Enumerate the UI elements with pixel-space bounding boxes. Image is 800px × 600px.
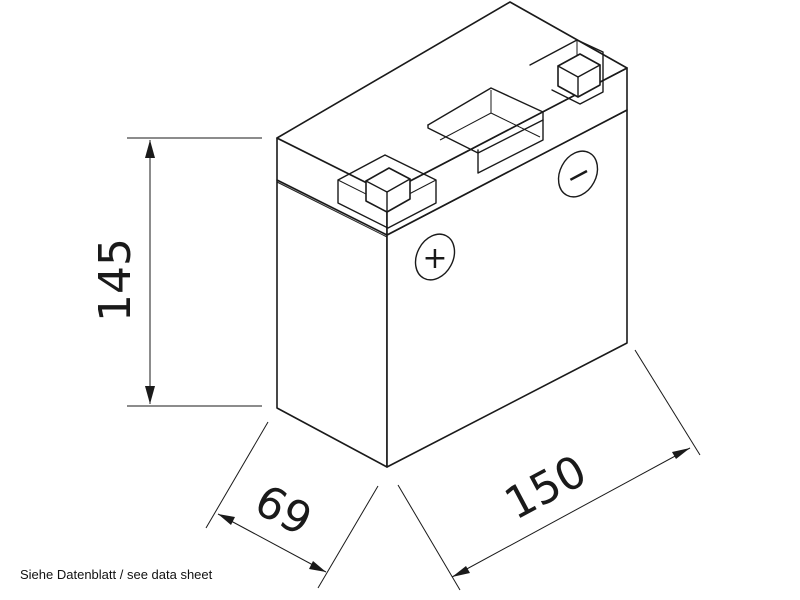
- lid-top-face: [276, 1, 628, 194]
- height-value: 145: [90, 238, 141, 322]
- positive-symbol: +: [414, 233, 456, 281]
- negative-recess: [529, 39, 604, 105]
- center-recess-floor-2: [490, 112, 541, 138]
- data-sheet-note: Siehe Datenblatt / see data sheet: [20, 567, 213, 582]
- center-recess: [427, 87, 544, 174]
- positive-sign: +: [422, 241, 447, 276]
- center-recess-floor-3: [439, 112, 492, 141]
- positive-terminal: [365, 167, 411, 213]
- positive-recess: [337, 154, 437, 229]
- length-value: 150: [497, 446, 595, 530]
- negative-terminal: [557, 53, 601, 98]
- front-face-edge: [276, 181, 388, 238]
- center-recess-inner: [427, 119, 544, 154]
- height-dimension: 145: [90, 137, 262, 407]
